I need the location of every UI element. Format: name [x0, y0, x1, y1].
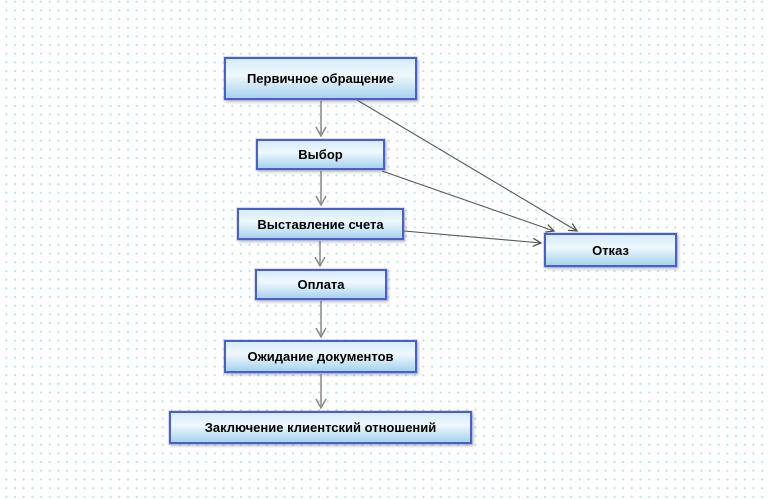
flow-node-label: Отказ — [592, 242, 629, 258]
flow-node-label: Ожидание документов — [247, 349, 394, 364]
connector-invoicing-to-refusal[interactable] — [403, 230, 543, 247]
flow-node-initial-contact[interactable]: Первичное обращение — [224, 57, 417, 100]
flow-node-label: Выбор — [298, 147, 343, 162]
flow-node-refusal[interactable]: Отказ — [544, 233, 677, 267]
flow-node-awaiting-documents[interactable]: Ожидание документов — [224, 340, 417, 373]
flow-node-label: Заключение клиентский отношений — [204, 420, 437, 435]
flow-node-payment[interactable]: Оплата — [255, 269, 387, 300]
flow-node-choice[interactable]: Выбор — [256, 139, 385, 170]
connector-choice-to-refusal[interactable] — [381, 170, 556, 233]
flow-node-invoicing[interactable]: Выставление счета — [237, 208, 404, 240]
flow-node-client-relations[interactable]: Заключение клиентский отношений — [169, 411, 472, 444]
flow-node-label: Выставление счета — [257, 216, 384, 232]
flow-node-label: Первичное обращение — [246, 71, 395, 86]
connector-initial-to-refusal[interactable] — [356, 99, 579, 232]
flow-node-label: Оплата — [297, 277, 345, 292]
